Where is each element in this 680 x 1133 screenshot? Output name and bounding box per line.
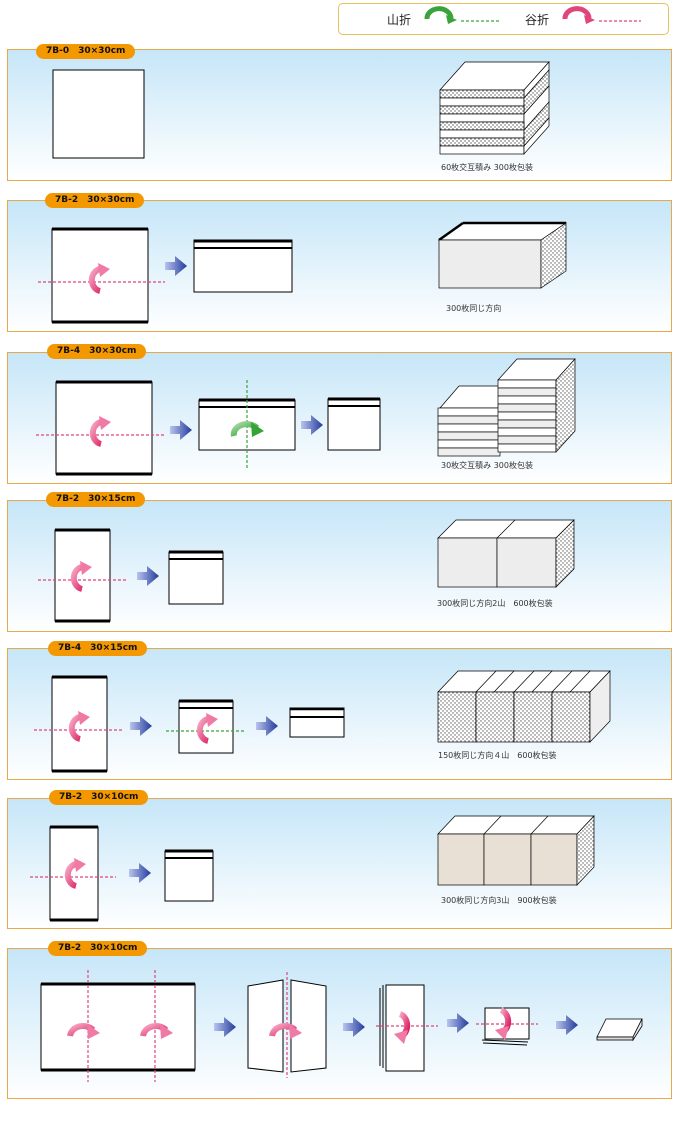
caption-7b0: 60枚交互積み 300枚包装	[441, 163, 533, 172]
folded-sheet-30x15	[168, 550, 224, 605]
wide-sheet-two-folds	[40, 970, 196, 1082]
step-arrow-icon	[129, 863, 151, 883]
caption-7b2-30x10: 300枚同じ方向3山 900枚包装	[441, 896, 557, 905]
caption-7b2-30x30: 300枚同じ方向	[446, 304, 502, 313]
stack-three-columns	[437, 815, 595, 886]
folded-sheet-30x10	[164, 849, 214, 902]
tag-7b4-30x30: 7B-4 30×30cm	[47, 344, 147, 359]
step-arrow-icon	[165, 256, 187, 276]
sheet-30x15-quad	[34, 675, 122, 773]
valley-fold-arrow-icon	[562, 6, 595, 24]
panel-folded-sheet	[376, 984, 438, 1072]
step-arrow-icon	[447, 1013, 469, 1033]
stack-alternating-60	[439, 61, 550, 155]
tri-folded-sheet	[247, 972, 327, 1078]
step-arrow-icon	[301, 415, 323, 435]
compact-folded-sheet	[476, 1008, 538, 1046]
mountain-fold-arrow-icon	[424, 6, 457, 24]
step-arrow-icon	[137, 566, 159, 586]
step-arrow-icon	[170, 420, 192, 440]
stack-alternating-30	[437, 358, 576, 457]
quarter-folded-sheet	[327, 397, 381, 451]
tag-7b2-30x15: 7B-2 30×15cm	[46, 492, 146, 507]
step-arrow-icon	[343, 1017, 365, 1037]
tag-7b2-30x10-fanfold: 7B-2 30×10cm	[48, 941, 148, 956]
tag-7b4-30x15: 7B-4 30×15cm	[48, 641, 148, 656]
quarter-folded-30x15	[289, 707, 345, 738]
stack-four-columns	[437, 670, 611, 743]
fold-legend: 山折 谷折	[338, 3, 669, 35]
tag-7b2-30x30: 7B-2 30×30cm	[45, 193, 145, 208]
valley-fold-label: 谷折	[525, 13, 550, 27]
final-folded-pack	[596, 1018, 643, 1042]
step-arrow-icon	[256, 716, 278, 736]
mountain-fold-label: 山折	[387, 13, 412, 27]
stack-two-columns	[437, 519, 575, 588]
step-arrow-icon	[214, 1017, 236, 1037]
step-arrow-icon	[556, 1015, 578, 1035]
step-arrow-icon	[130, 716, 152, 736]
tag-7b2-30x10: 7B-2 30×10cm	[49, 790, 149, 805]
caption-7b4-30x15: 150枚同じ方向４山 600枚包装	[438, 751, 557, 760]
sheet-30x10	[30, 825, 116, 922]
caption-7b4-30x30: 30枚交互積み 300枚包装	[441, 461, 533, 470]
stack-same-direction-300	[437, 221, 568, 289]
half-folded-sheet	[198, 380, 296, 470]
caption-7b2-30x15: 300枚同じ方向2山 600枚包装	[437, 599, 553, 608]
sheet-30x15	[38, 528, 128, 623]
tag-7b0: 7B-0 30×30cm	[36, 44, 136, 59]
sheet-with-fold-line	[38, 227, 165, 324]
sheet-flat	[52, 69, 145, 159]
sheet-quarter-fold-start	[36, 380, 166, 476]
legend-glyphs	[424, 6, 641, 24]
half-folded-30x15	[166, 699, 246, 754]
folded-sheet	[193, 239, 293, 293]
